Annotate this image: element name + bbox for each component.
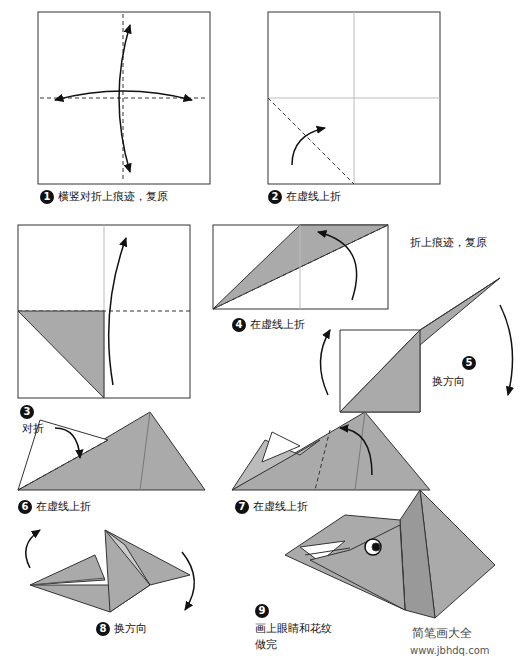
- step-number: 4: [232, 318, 246, 332]
- step-number: 3: [20, 405, 34, 419]
- step-number: 9: [255, 604, 269, 618]
- step-instruction: 画上眼睛和花纹: [255, 622, 332, 635]
- step-number: 5: [462, 356, 476, 370]
- step-number: 1: [40, 190, 54, 204]
- step-instruction: 在虚线上折: [250, 318, 305, 331]
- step-instruction: 对折: [22, 422, 44, 435]
- step-number: 8: [96, 622, 110, 636]
- step-instruction: 在虚线上折: [253, 500, 308, 513]
- step-instruction: 横竖对折上痕迹，复原: [58, 190, 168, 203]
- step-instruction: 在虚线上折: [286, 190, 341, 203]
- step-number: 2: [268, 190, 282, 204]
- step-instruction: 在虚线上折: [36, 500, 91, 513]
- step-instruction: 做完: [255, 638, 277, 651]
- step-number: 6: [18, 500, 32, 514]
- step-instruction: 换方向: [432, 375, 465, 388]
- step-instruction: 折上痕迹，复原: [410, 236, 487, 249]
- step-instruction: 换方向: [114, 622, 147, 635]
- watermark: www.jbhdq.com: [410, 645, 490, 657]
- step-number: 7: [235, 500, 249, 514]
- watermark: 简笔画大全: [412, 626, 472, 640]
